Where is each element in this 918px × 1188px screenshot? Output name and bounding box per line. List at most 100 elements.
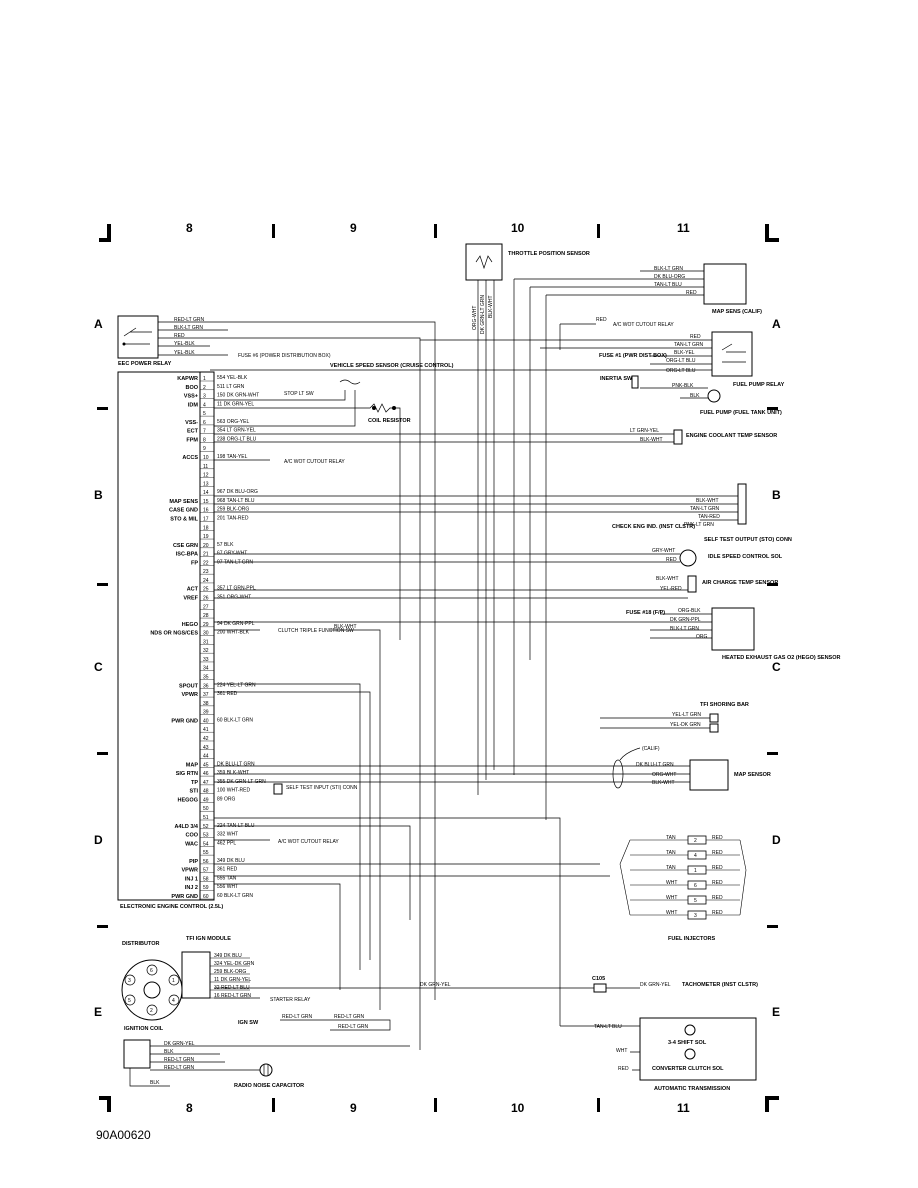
ecu-pin-wire: 200 WHT-BLK — [217, 630, 250, 636]
injector-number: 1 — [694, 868, 697, 874]
distributor-terminal — [168, 994, 180, 1006]
ecu-pin-function: MAP SENS — [169, 499, 198, 505]
fp-relay-wire-4: ORG-LT BLU — [666, 358, 696, 364]
document-id: 90A00620 — [96, 1128, 151, 1142]
ecu-pin-wire: 67 GRY-WHT — [217, 551, 247, 557]
ecu-pin-number: 28 — [203, 613, 209, 619]
sto-connector — [214, 483, 747, 525]
ecu-pin-function: WAC — [185, 841, 198, 847]
injector-wire: WHT — [666, 910, 677, 916]
ac-wot-top-red: RED — [596, 317, 607, 323]
isc-wire-1: GRY-WHT — [652, 548, 675, 554]
act-wire-2: YEL-RED — [660, 586, 682, 592]
fuel-pump-relay — [210, 331, 753, 377]
injector-out: RED — [712, 850, 723, 856]
sti-label: SELF TEST INPUT (STI) CONN — [286, 785, 358, 791]
injector — [687, 880, 707, 890]
ecu-pin-number: 11 — [203, 464, 208, 470]
ecu-pin-number: 20 — [203, 543, 209, 549]
ecu-pin-wire: 97 TAN-LT GRN — [217, 559, 253, 565]
eec-wire-5: YEL-BLK — [174, 350, 195, 356]
injector-number: 2 — [694, 838, 697, 844]
ecu-pin-wire: 351 ORG-WHT — [217, 595, 251, 601]
ecu-pin-number: 51 — [203, 815, 209, 821]
ecu-pin-wire: 563 ORG-YEL — [217, 419, 249, 425]
clutch-sol-label: CONVERTER CLUTCH SOL — [652, 1066, 724, 1072]
ecu-pin-wire: 11 DK GRN-YEL — [217, 401, 254, 407]
ecu-pin-number: 10 — [203, 455, 209, 461]
hego-sensor — [214, 607, 755, 651]
ecu-pin-number: 43 — [203, 745, 209, 751]
ecu-pin-number: 21 — [203, 552, 209, 558]
hego-wire-2: DK GRN-PPL — [670, 617, 701, 623]
ecu-pin-function: KAPWR — [177, 376, 198, 382]
ign-coil-label: IGNITION COIL — [124, 1026, 164, 1032]
ecu-pin-number: 25 — [203, 587, 209, 593]
ign-sw-wire-3: RED-LT GRN — [338, 1024, 368, 1030]
injector-out: RED — [712, 880, 723, 886]
ecu-pin-wire: 359 BLK-WHT — [217, 770, 249, 776]
tach-label: TACHOMETER (INST CLSTR) — [682, 982, 758, 988]
ecu-pin-number: 33 — [203, 657, 209, 663]
ecu-pin-number: 14 — [203, 490, 209, 496]
ecu-pin-number: 46 — [203, 771, 209, 777]
ecu-pin-number: 57 — [203, 868, 209, 874]
map-calif-wire-2: DK BLU-ORG — [654, 274, 685, 280]
row-label-a: A — [94, 317, 103, 331]
injector-number: 6 — [694, 883, 697, 889]
row-label-b: B — [94, 488, 103, 502]
coil-resistor — [214, 403, 401, 640]
fuel-pump — [640, 387, 721, 403]
ecu-pin-function: NDS OR NGS/CES — [150, 631, 198, 637]
ecu-pin-number: 30 — [203, 631, 209, 637]
distributor-terminal-number: 1 — [172, 978, 175, 984]
ecu-pin-number: 36 — [203, 683, 209, 689]
injector-wire: WHT — [666, 895, 677, 901]
tfi-module-label: TFI IGN MODULE — [186, 936, 231, 942]
distributor-terminal-number: 4 — [172, 998, 175, 1004]
ecu-pin-function: CASE GND — [169, 508, 198, 514]
map-sensor-label: MAP SENSOR — [734, 772, 771, 778]
map-calif-wire-4: RED — [686, 290, 697, 296]
ecu-pin-number: 8 — [203, 437, 206, 443]
fp-relay-wire-1: RED — [690, 334, 701, 340]
coil-wire-3: RED-LT GRN — [164, 1057, 194, 1063]
sto-wire-1: BLK-WHT — [696, 498, 719, 504]
eec-wire-1: RED-LT GRN — [174, 317, 204, 323]
hego-wire-3: BLK-LT GRN — [670, 626, 699, 632]
hego-wire-1: ORG-BLK — [678, 608, 701, 614]
ecu-pin-wire: 554 YEL-BLK — [217, 375, 248, 381]
ecu-pin-function: VREF — [183, 596, 198, 602]
ecu-pin-number: 42 — [203, 736, 209, 742]
ecu-pin-number: 24 — [203, 578, 209, 584]
ecu-pin-wire: 57 BLK — [217, 542, 234, 548]
ecu-pin-function: HEGO — [182, 622, 199, 628]
ecu-pin-function: PWR GND — [171, 894, 198, 900]
grid-frame — [97, 224, 779, 1112]
ecu-pin-number: 27 — [203, 604, 209, 610]
ecu-pin-function: PWR GND — [171, 718, 198, 724]
act-sensor — [214, 575, 697, 599]
ecu-pin-function: PIP — [189, 859, 198, 865]
fuse6-label: FUSE #6 (POWER DISTRIBUTION BOX) — [238, 353, 331, 359]
ecu-pin-number: 54 — [203, 841, 209, 847]
isc-label: IDLE SPEED CONTROL SOL — [708, 554, 783, 560]
inertia-label: INERTIA SW — [600, 376, 633, 382]
ecu-pin-function: IDM — [188, 402, 199, 408]
ecu-pin-wire: 349 DK BLU — [217, 858, 245, 864]
hego-wire-4: ORG — [696, 634, 708, 640]
tfi-wire: 324 YEL-DK GRN — [214, 961, 255, 967]
trans-wire-2: WHT — [616, 1048, 627, 1054]
ecu-pin-wire: 201 TAN-RED — [217, 515, 249, 521]
inertia-switch[interactable] — [631, 375, 639, 389]
row-label-a-right: A — [772, 317, 781, 331]
ecu-pin-number: 23 — [203, 569, 209, 575]
sti-connector[interactable] — [273, 783, 283, 795]
eec-wire-4: YEL-BLK — [174, 341, 195, 347]
ecu-pin-number: 40 — [203, 718, 209, 724]
ecu-pin-wire: 968 TAN-LT BLU — [217, 498, 255, 504]
ecu-pin-wire: 60 BLK-LT GRN — [217, 893, 253, 899]
sto-wire-4: PNK-LT GRN — [684, 522, 714, 528]
